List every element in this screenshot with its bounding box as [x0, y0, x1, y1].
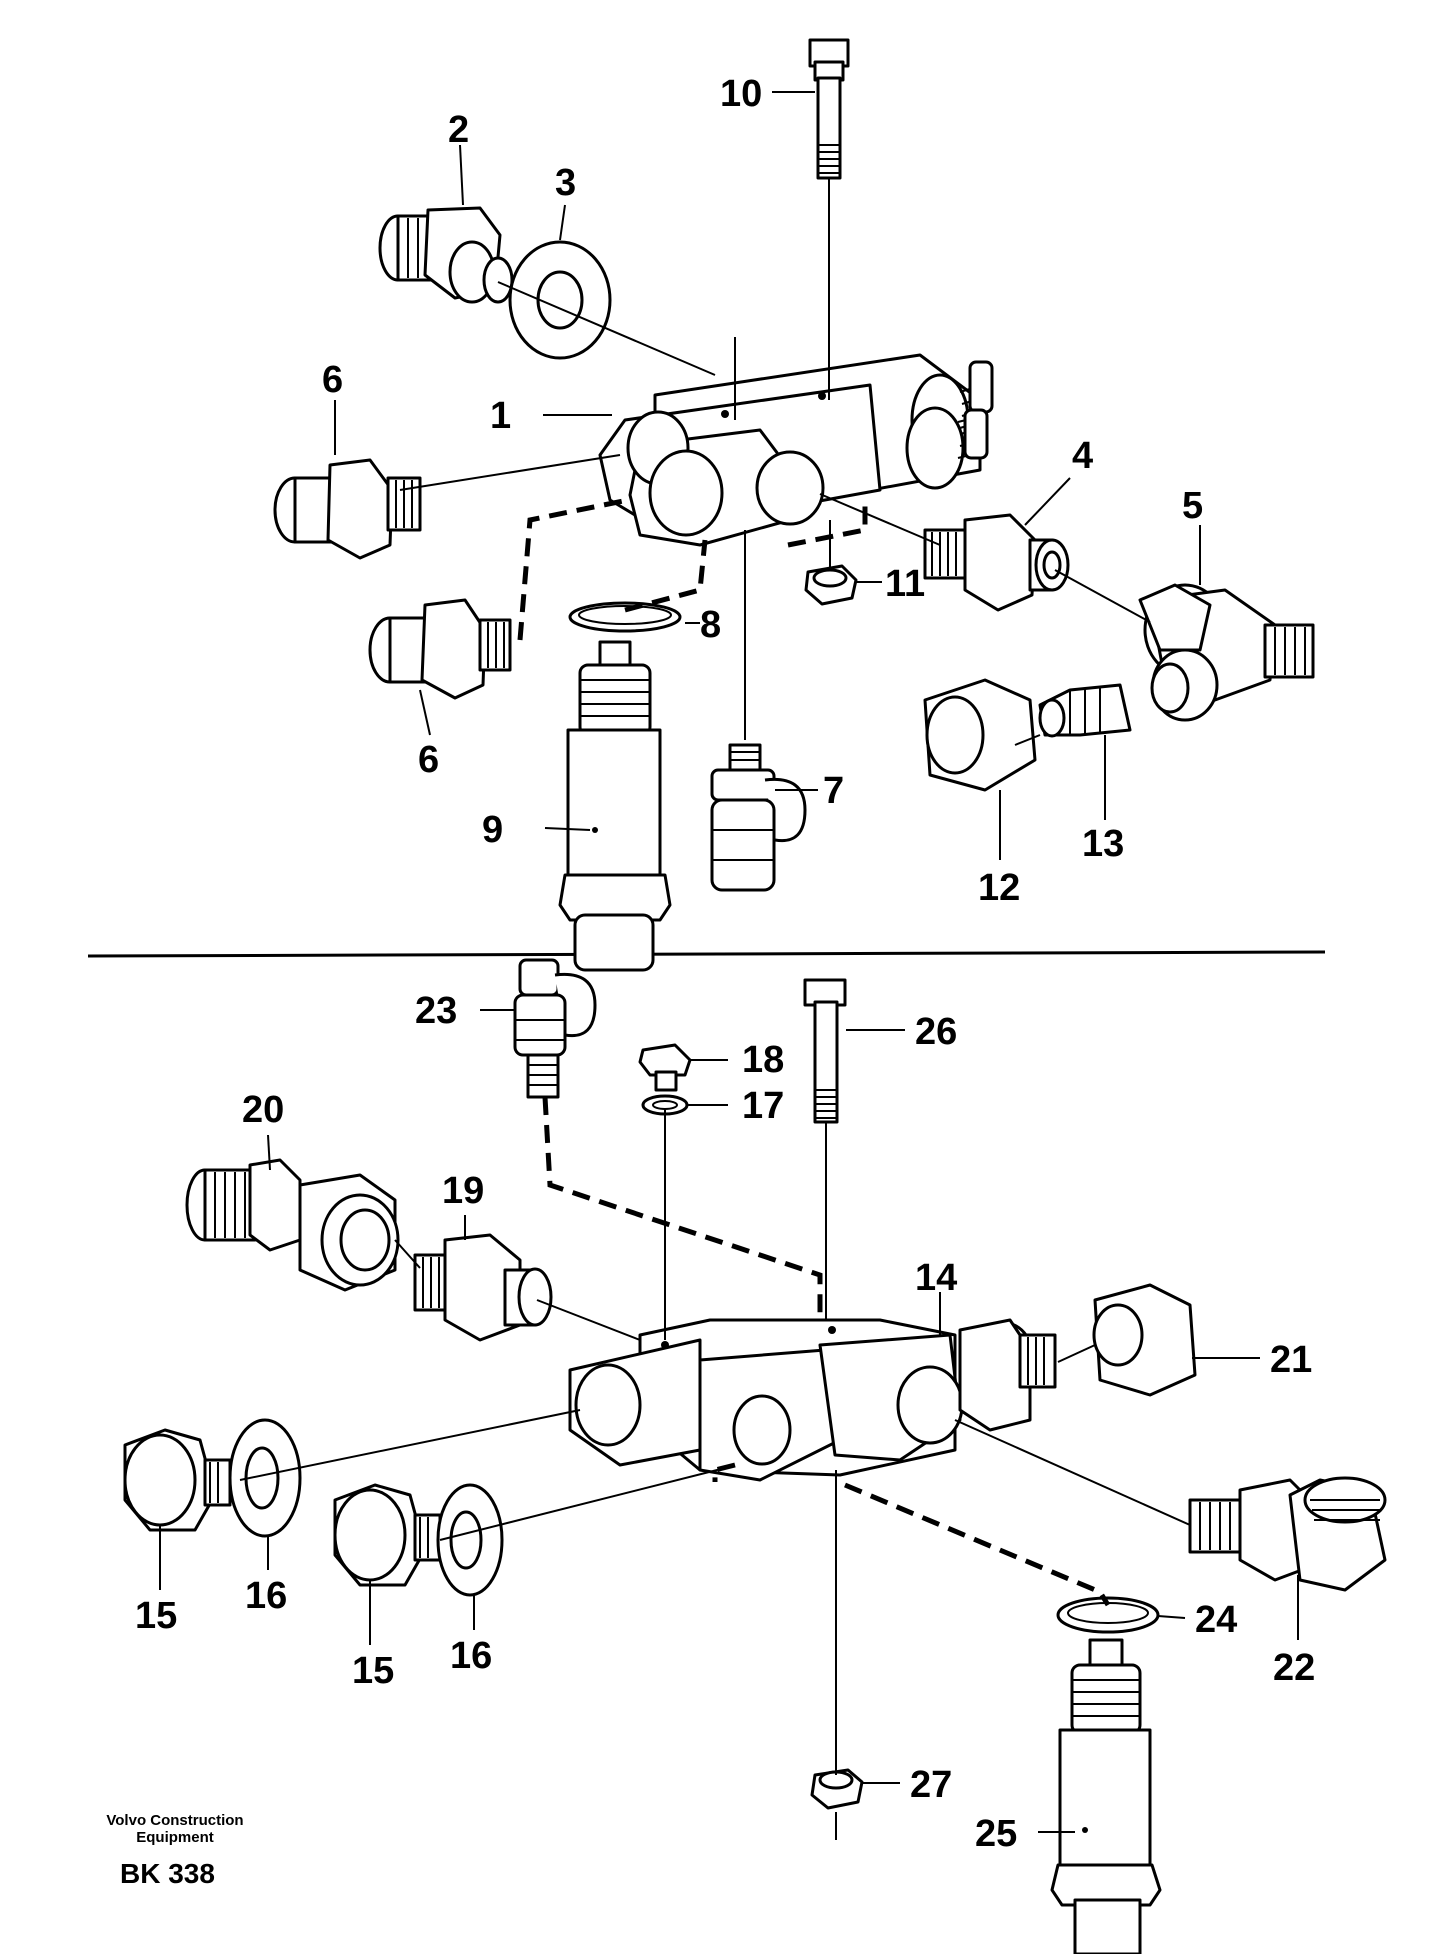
- nipple-part-4: [923, 513, 1070, 612]
- nipple-part-14-right: [958, 1318, 1057, 1432]
- callout-25: 25: [975, 1813, 1017, 1855]
- section-divider: [87, 950, 1326, 958]
- callout-3: 3: [555, 162, 576, 204]
- washer-part-16-left: [228, 1418, 302, 1538]
- cap-nut-part-21: [1092, 1283, 1197, 1397]
- plug-part-15-right: [333, 1483, 442, 1587]
- callout-2: 2: [448, 109, 469, 151]
- elbow-part-20: [185, 1158, 400, 1292]
- elbow-part-5: [1138, 583, 1315, 722]
- test-point-part-23: [513, 958, 597, 1099]
- callout-6-lower: 6: [418, 739, 439, 781]
- callout-5: 5: [1182, 485, 1203, 527]
- callout-11: 11: [885, 563, 925, 605]
- callout-14: 14: [915, 1257, 957, 1299]
- cartridge-part-9: [558, 640, 672, 972]
- callout-13: 13: [1082, 823, 1124, 865]
- bolt-part-26: [803, 978, 847, 1124]
- callout-numbers: 1 2 3 4 5 6 6 7 8 9 10 11 12 13 14 15 15…: [135, 73, 1315, 1855]
- brand-line-2: Equipment: [136, 1829, 214, 1846]
- nut-part-11: [804, 564, 858, 606]
- nipple-part-2: [378, 206, 514, 304]
- drawing-code: BK 338: [120, 1858, 215, 1889]
- callout-7: 7: [823, 770, 844, 812]
- callout-6-upper: 6: [322, 359, 343, 401]
- callout-9: 9: [482, 809, 503, 851]
- bolt-part-10: [808, 38, 850, 400]
- brand-line-1: Volvo Construction: [106, 1812, 244, 1829]
- callout-15-left: 15: [135, 1595, 177, 1637]
- nipple-part-6-lower: [368, 598, 512, 700]
- o-ring-part-8: [568, 601, 682, 633]
- nut-part-27: [810, 1768, 864, 1810]
- callout-15-right: 15: [352, 1650, 394, 1692]
- upper-leader-lines: [399, 281, 1151, 746]
- callout-18: 18: [742, 1039, 784, 1081]
- callout-27: 27: [910, 1764, 952, 1806]
- callout-4: 4: [1072, 435, 1093, 477]
- callout-16-left: 16: [245, 1575, 287, 1617]
- valve-block-upper: [598, 353, 994, 547]
- test-point-part-7: [710, 743, 807, 892]
- callout-22: 22: [1273, 1647, 1315, 1689]
- callout-17: 17: [742, 1085, 784, 1127]
- callout-8: 8: [700, 604, 721, 646]
- callout-26: 26: [915, 1011, 957, 1053]
- elbow-part-22: [1188, 1476, 1387, 1592]
- callout-10: 10: [720, 73, 762, 115]
- cone-nipple-part-13: [1038, 683, 1132, 738]
- callout-21: 21: [1270, 1339, 1312, 1381]
- callout-12: 12: [978, 867, 1020, 909]
- nipple-part-19: [413, 1233, 553, 1342]
- cap-nut-part-12: [923, 678, 1037, 792]
- callout-pointer-lines: [159, 91, 1299, 1833]
- washer-part-3: [508, 240, 612, 360]
- lower-leader-lines: [239, 1096, 1191, 1840]
- callout-16-right: 16: [450, 1635, 492, 1677]
- callout-19: 19: [442, 1170, 484, 1212]
- callout-20: 20: [242, 1089, 284, 1131]
- brand-label: Volvo Construction Equipment: [95, 1812, 255, 1846]
- callout-24: 24: [1195, 1599, 1237, 1641]
- seal-part-17: [641, 1094, 689, 1116]
- cartridge-part-25: [1050, 1638, 1162, 1954]
- nipple-part-6-upper: [273, 458, 422, 560]
- washer-part-16-right: [436, 1483, 504, 1597]
- plug-part-15-left: [123, 1428, 232, 1532]
- screw-part-18: [638, 1043, 692, 1092]
- callout-1: 1: [490, 395, 511, 437]
- callout-23: 23: [415, 990, 457, 1032]
